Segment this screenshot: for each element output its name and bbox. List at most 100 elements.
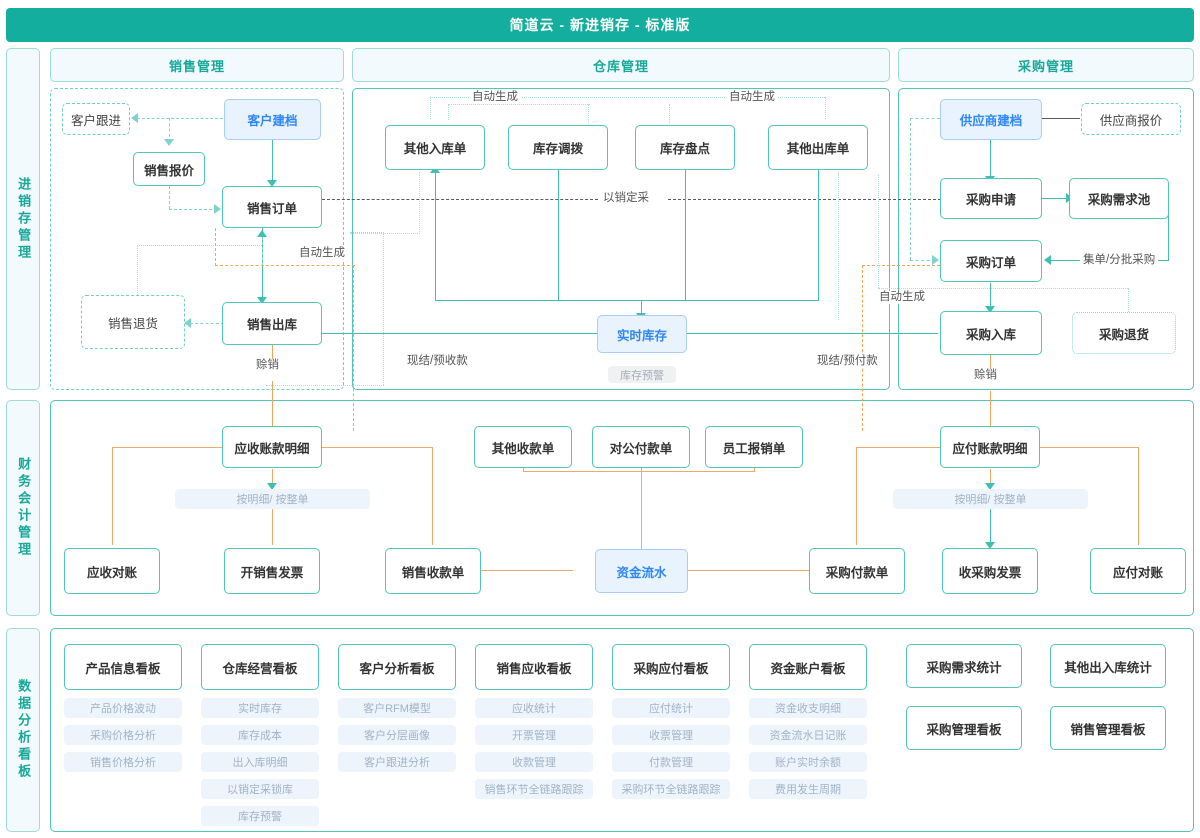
node-supplier-quote[interactable]: 供应商报价 — [1081, 103, 1181, 135]
dashboard-extra-3[interactable]: 销售管理看板 — [1050, 706, 1166, 750]
dashboard-item-5-0[interactable]: 资金收支明细 — [749, 698, 867, 718]
edge-fund-up-rail — [523, 471, 754, 472]
node-sales-order[interactable]: 销售订单 — [222, 186, 322, 228]
dashboard-item-1-4[interactable]: 库存预警 — [201, 806, 319, 826]
node-issue-sales-invoice[interactable]: 开销售发票 — [224, 548, 320, 594]
edge-label-auto-gen-3: 自动生成 — [726, 91, 778, 104]
edge-autogen-to-other-inbound-a — [430, 97, 431, 119]
dashboard-item-4-3[interactable]: 采购环节全链路跟踪 — [612, 779, 730, 799]
node-purchase-request[interactable]: 采购申请 — [940, 178, 1042, 219]
band-label-jinxiaocun: 进销存管理 — [6, 48, 40, 390]
dashboard-title-2[interactable]: 客户分析看板 — [338, 644, 456, 690]
dashboard-item-3-1[interactable]: 开票管理 — [475, 725, 593, 745]
edge-return-to-order — [262, 237, 263, 265]
dashboard-extra-1[interactable]: 其他出入库统计 — [1050, 644, 1166, 688]
dashboard-item-5-2[interactable]: 账户实时余额 — [749, 752, 867, 772]
node-stock-transfer[interactable]: 库存调拨 — [508, 125, 608, 170]
dashboard-title-5[interactable]: 资金账户看板 — [749, 644, 867, 690]
node-realtime-stock[interactable]: 实时库存 — [597, 315, 687, 353]
node-fund-flow[interactable]: 资金流水 — [595, 549, 688, 593]
dashboard-item-0-0[interactable]: 产品价格波动 — [64, 698, 182, 718]
node-purchase-return[interactable]: 采购退货 — [1072, 312, 1176, 354]
node-ar-reconcile[interactable]: 应收对账 — [64, 548, 160, 594]
dashboard-item-1-2[interactable]: 出入库明细 — [201, 752, 319, 772]
edge-ar-to-sales-receipt — [432, 447, 433, 545]
node-customer-followup[interactable]: 客户跟进 — [62, 103, 130, 135]
dashboard-extra-2[interactable]: 采购管理看板 — [906, 706, 1022, 750]
node-other-inbound[interactable]: 其他入库单 — [385, 125, 485, 170]
arrow-outbound-top — [257, 297, 267, 304]
node-sales-quote[interactable]: 销售报价 — [133, 152, 205, 186]
edge-ar-to-reconcile — [112, 447, 113, 545]
edge-supplier-rail-bottom — [910, 260, 935, 261]
node-purchase-demand-pool[interactable]: 采购需求池 — [1069, 178, 1169, 219]
dashboard-title-4[interactable]: 采购应付看板 — [612, 644, 730, 690]
node-customer-profile[interactable]: 客户建档 — [224, 99, 321, 140]
node-purchase-inbound[interactable]: 采购入库 — [940, 311, 1042, 355]
dashboard-item-5-1[interactable]: 资金流水日记账 — [749, 725, 867, 745]
dashboard-title-0[interactable]: 产品信息看板 — [64, 644, 182, 690]
tag-ar-split: 按明细/ 按整单 — [175, 489, 370, 509]
dashboard-item-1-0[interactable]: 实时库存 — [201, 698, 319, 718]
dashboard-item-4-1[interactable]: 收票管理 — [612, 725, 730, 745]
edge-transfer-down — [558, 170, 559, 301]
edge-ap-to-payment — [856, 447, 857, 545]
node-ap-reconcile[interactable]: 应付对账 — [1090, 548, 1186, 594]
dashboard-item-1-1[interactable]: 库存成本 — [201, 725, 319, 745]
node-sales-outbound[interactable]: 销售出库 — [222, 302, 322, 345]
column-header-sales: 销售管理 — [50, 48, 344, 82]
arrow-order-bottom — [257, 230, 267, 237]
dashboard-item-3-2[interactable]: 收款管理 — [475, 752, 593, 772]
dashboard-title-3[interactable]: 销售应收看板 — [475, 644, 593, 690]
node-other-receipt[interactable]: 其他收款单 — [474, 426, 572, 468]
node-sales-return[interactable]: 销售退货 — [81, 295, 185, 349]
dashboard-extra-0[interactable]: 采购需求统计 — [906, 644, 1022, 688]
edge-stock-drop — [641, 300, 642, 316]
dashboard-item-0-1[interactable]: 采购价格分析 — [64, 725, 182, 745]
dashboard-item-2-1[interactable]: 客户分层画像 — [338, 725, 456, 745]
node-public-payment[interactable]: 对公付款单 — [592, 426, 690, 468]
edge-prepaid-receipt-down — [353, 265, 354, 431]
dashboard-item-1-3[interactable]: 以销定采锁库 — [201, 779, 319, 799]
node-supplier-profile[interactable]: 供应商建档 — [940, 99, 1042, 140]
dashboard-item-2-2[interactable]: 客户跟进分析 — [338, 752, 456, 772]
edge-dotted-inbound-rail — [350, 233, 420, 234]
arrow-order-in — [214, 204, 221, 214]
edge-branch-quote — [169, 118, 170, 142]
dashboard-item-2-0[interactable]: 客户RFM模型 — [338, 698, 456, 718]
node-purchase-payment[interactable]: 采购付款单 — [809, 548, 905, 594]
dashboard-item-3-0[interactable]: 应收统计 — [475, 698, 593, 718]
edge-ap-left-rail — [856, 447, 941, 448]
dashboard-item-3-3[interactable]: 销售环节全链路跟踪 — [475, 779, 593, 799]
node-receive-purchase-invoice[interactable]: 收采购发票 — [942, 548, 1038, 594]
node-ar-detail[interactable]: 应收账款明细 — [222, 426, 322, 468]
node-ap-detail[interactable]: 应付账款明细 — [940, 426, 1040, 468]
edge-autogen-top-rail — [430, 97, 825, 98]
node-staff-reimburse[interactable]: 员工报销单 — [705, 426, 803, 468]
edge-autogen-4-rail — [878, 288, 1128, 289]
edge-pool-down — [1168, 198, 1169, 260]
node-other-outbound[interactable]: 其他出库单 — [768, 125, 868, 170]
node-stock-count[interactable]: 库存盘点 — [635, 125, 735, 170]
edge-autogen-to-other-outbound — [825, 97, 826, 119]
edge-supplier-to-quote — [1042, 118, 1080, 119]
dashboard-item-4-0[interactable]: 应付统计 — [612, 698, 730, 718]
edge-dotted-to-inbound-rail — [350, 232, 384, 233]
edge-dotted-left-column — [383, 232, 384, 385]
edge-label-auto-gen-2: 自动生成 — [469, 91, 521, 104]
edge-label-credit-sales-right: 赊销 — [971, 369, 1000, 382]
column-header-warehouse: 仓库管理 — [352, 48, 890, 82]
dashboard-item-5-3[interactable]: 费用发生周期 — [749, 779, 867, 799]
edge-autogen-to-other-inbound-b — [448, 104, 449, 120]
edge-autogen-mid-drop — [588, 104, 589, 124]
dashboard-item-4-2[interactable]: 付款管理 — [612, 752, 730, 772]
node-purchase-order[interactable]: 采购订单 — [940, 240, 1042, 282]
dashboard-item-0-2[interactable]: 销售价格分析 — [64, 752, 182, 772]
edge-fund-to-purchase-payment — [687, 570, 812, 571]
dashboard-title-1[interactable]: 仓库经营看板 — [201, 644, 319, 690]
edge-label-auto-gen-1: 自动生成 — [296, 247, 348, 260]
arrow-return — [184, 318, 191, 328]
node-sales-receipt[interactable]: 销售收款单 — [385, 548, 481, 594]
band-label-shuju: 数据分析看板 — [6, 628, 40, 832]
